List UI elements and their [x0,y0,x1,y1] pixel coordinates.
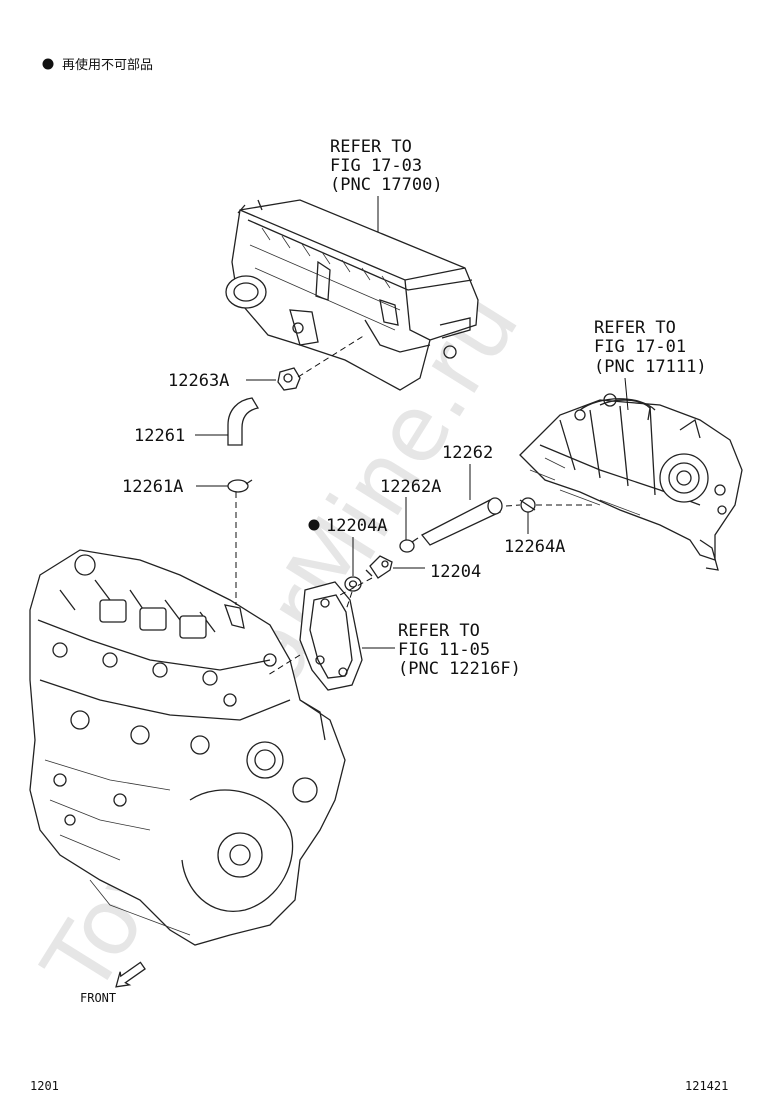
label-12263A: 12263A [168,371,229,391]
oil-separator-gasket-drawing [299,581,363,691]
svg-text:REFER TO: REFER TO [398,621,480,641]
footer-left-code: 1201 [30,1079,59,1093]
svg-text:(PNC 12216F): (PNC 12216F) [398,659,521,679]
part-12204-pcv-valve [365,555,393,579]
part-12263A-clamp [277,367,301,391]
svg-text:FIG 17-03: FIG 17-03 [330,156,422,176]
footer-right-code: 121421 [685,1079,728,1093]
note-text: 再使用不可部品 [62,57,153,73]
label-12264A: 12264A [504,537,565,557]
part-12264A-clamp [519,497,536,513]
svg-text:FIG 11-05: FIG 11-05 [398,640,490,660]
front-label: FRONT [80,991,116,1005]
intake-manifold-drawing [519,393,743,571]
refer-label-17-01: REFER TO FIG 17-01 (PNC 17111) [594,318,707,377]
refer-label-17-03: REFER TO FIG 17-03 (PNC 17700) [330,137,443,195]
part-12261A-clamp [227,479,253,493]
svg-text:FIG 17-01: FIG 17-01 [594,337,686,357]
air-cleaner-drawing [225,199,479,391]
refer-label-11-05: REFER TO FIG 11-05 (PNC 12216F) [398,621,521,679]
label-12261A: 12261A [122,477,183,497]
part-12262-hose [420,497,503,546]
part-12204A-gasket [344,576,362,592]
label-12204A: 12204A [326,516,387,536]
label-12262A: 12262A [380,477,441,497]
front-arrow-icon [115,961,146,988]
part-12261-hose [227,397,260,446]
svg-text:REFER TO: REFER TO [330,137,412,157]
label-12262: 12262 [442,443,493,463]
leader-17-01 [624,377,629,411]
part-12262A-clamp [399,537,419,553]
reusable-bullet-12204A [308,519,320,531]
svg-text:(PNC 17111): (PNC 17111) [594,357,707,377]
engine-block-drawing [29,549,346,946]
label-12204: 12204 [430,562,481,582]
svg-text:(PNC 17700): (PNC 17700) [330,175,443,195]
note-bullet [42,58,54,70]
label-12261: 12261 [134,426,185,446]
svg-text:REFER TO: REFER TO [594,318,676,338]
